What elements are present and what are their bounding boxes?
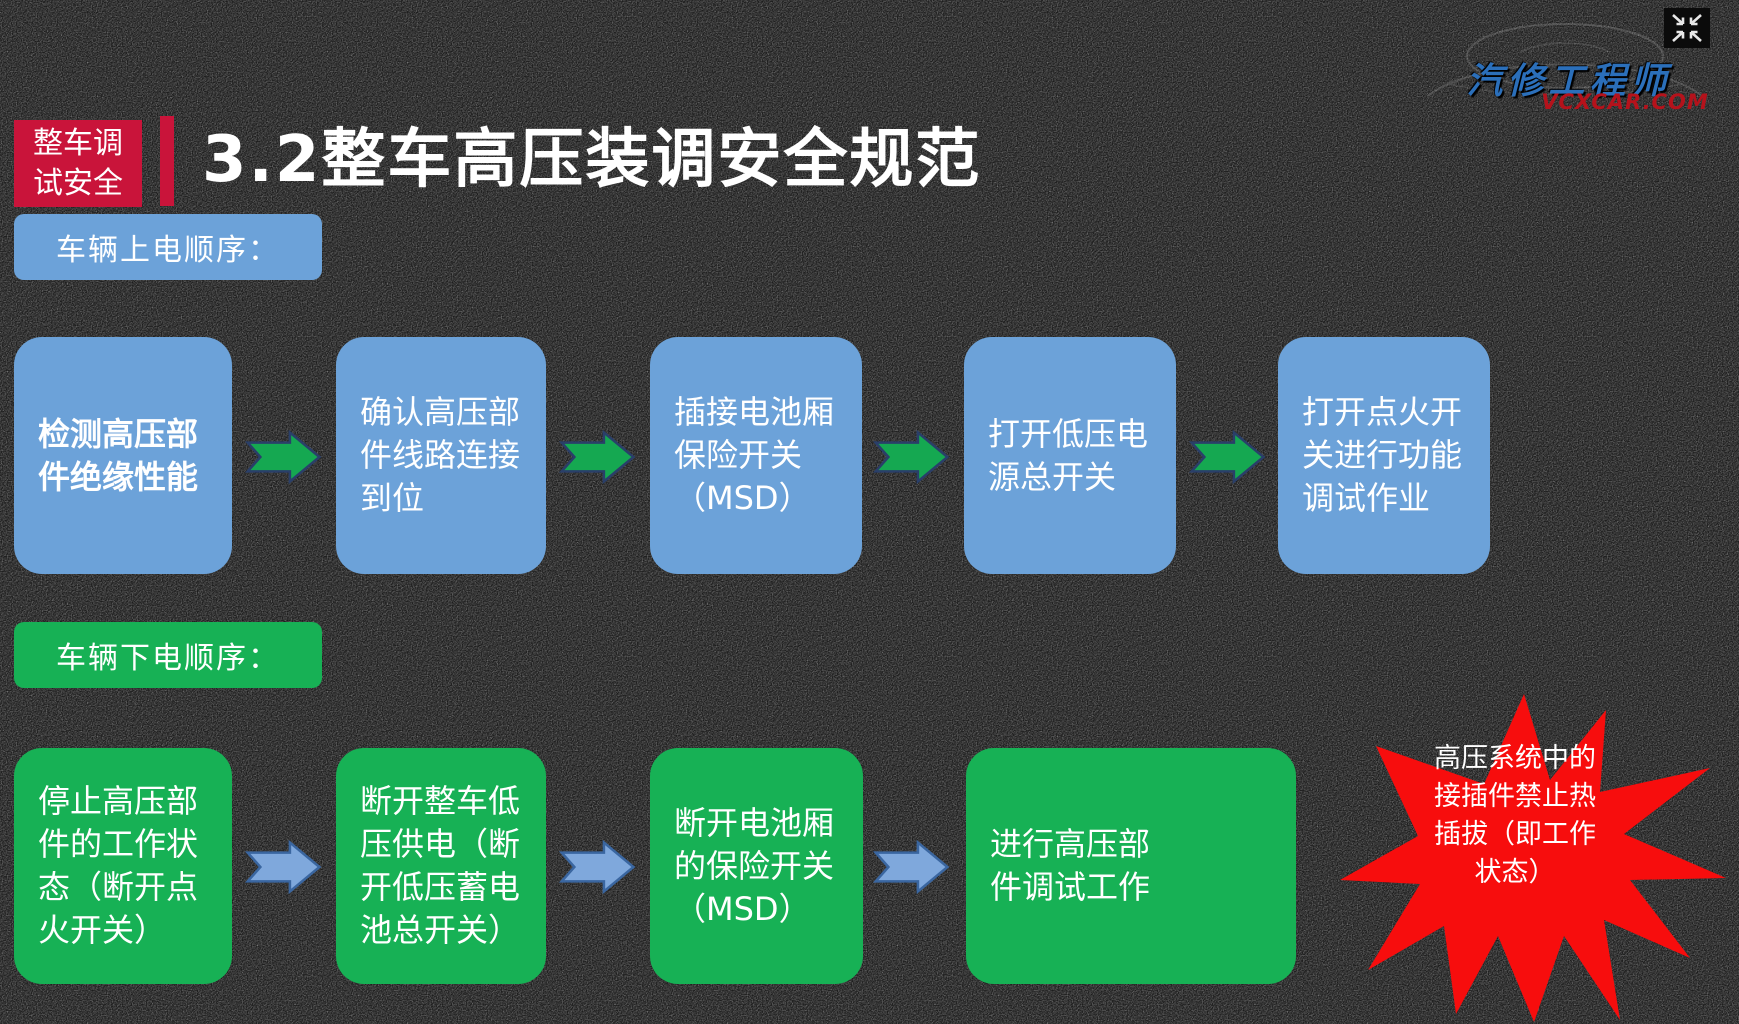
logo-site: VCXCAR.COM <box>1541 90 1709 114</box>
title-accent-bar <box>160 116 174 206</box>
arrow-right-icon <box>240 840 328 894</box>
arrow-right-icon <box>1184 430 1272 484</box>
power-on-step-1: 检测高压部 件绝缘性能 <box>14 337 232 574</box>
power-on-step-2: 确认高压部 件线路连接 到位 <box>336 337 546 574</box>
arrow-right-icon <box>868 430 956 484</box>
section-badge: 整车调 试安全 <box>14 120 142 207</box>
power-off-step-4: 进行高压部 件调试工作 <box>966 748 1296 984</box>
power-on-label: 车辆上电顺序： <box>14 214 322 280</box>
power-on-step-5: 打开点火开 关进行功能 调试作业 <box>1278 337 1490 574</box>
car-sketch-icon <box>1427 23 1703 97</box>
power-off-step-3: 断开电池厢 的保险开关 （MSD） <box>650 748 863 984</box>
warning-starburst-icon <box>1340 694 1726 1022</box>
power-off-step-2: 断开整车低 压供电（断 开低压蓄电 池总开关） <box>336 748 546 984</box>
power-on-step-3: 插接电池厢 保险开关 （MSD） <box>650 337 862 574</box>
page-title: 3.2整车高压装调安全规范 <box>202 123 982 197</box>
power-off-label: 车辆下电顺序： <box>14 622 322 688</box>
arrow-right-icon <box>554 840 642 894</box>
collapse-arrows-icon[interactable] <box>1664 8 1710 48</box>
arrow-right-icon <box>554 430 642 484</box>
arrow-right-icon <box>868 840 956 894</box>
power-off-step-1: 停止高压部 件的工作状 态（断开点 火开关） <box>14 748 232 984</box>
arrow-right-icon <box>240 430 328 484</box>
power-on-step-4: 打开低压电 源总开关 <box>964 337 1176 574</box>
warning-text: 高压系统中的 接插件禁止热 插拔（即工作 状态） <box>1434 743 1596 888</box>
logo-brand: 汽修工程师 <box>1466 61 1672 102</box>
